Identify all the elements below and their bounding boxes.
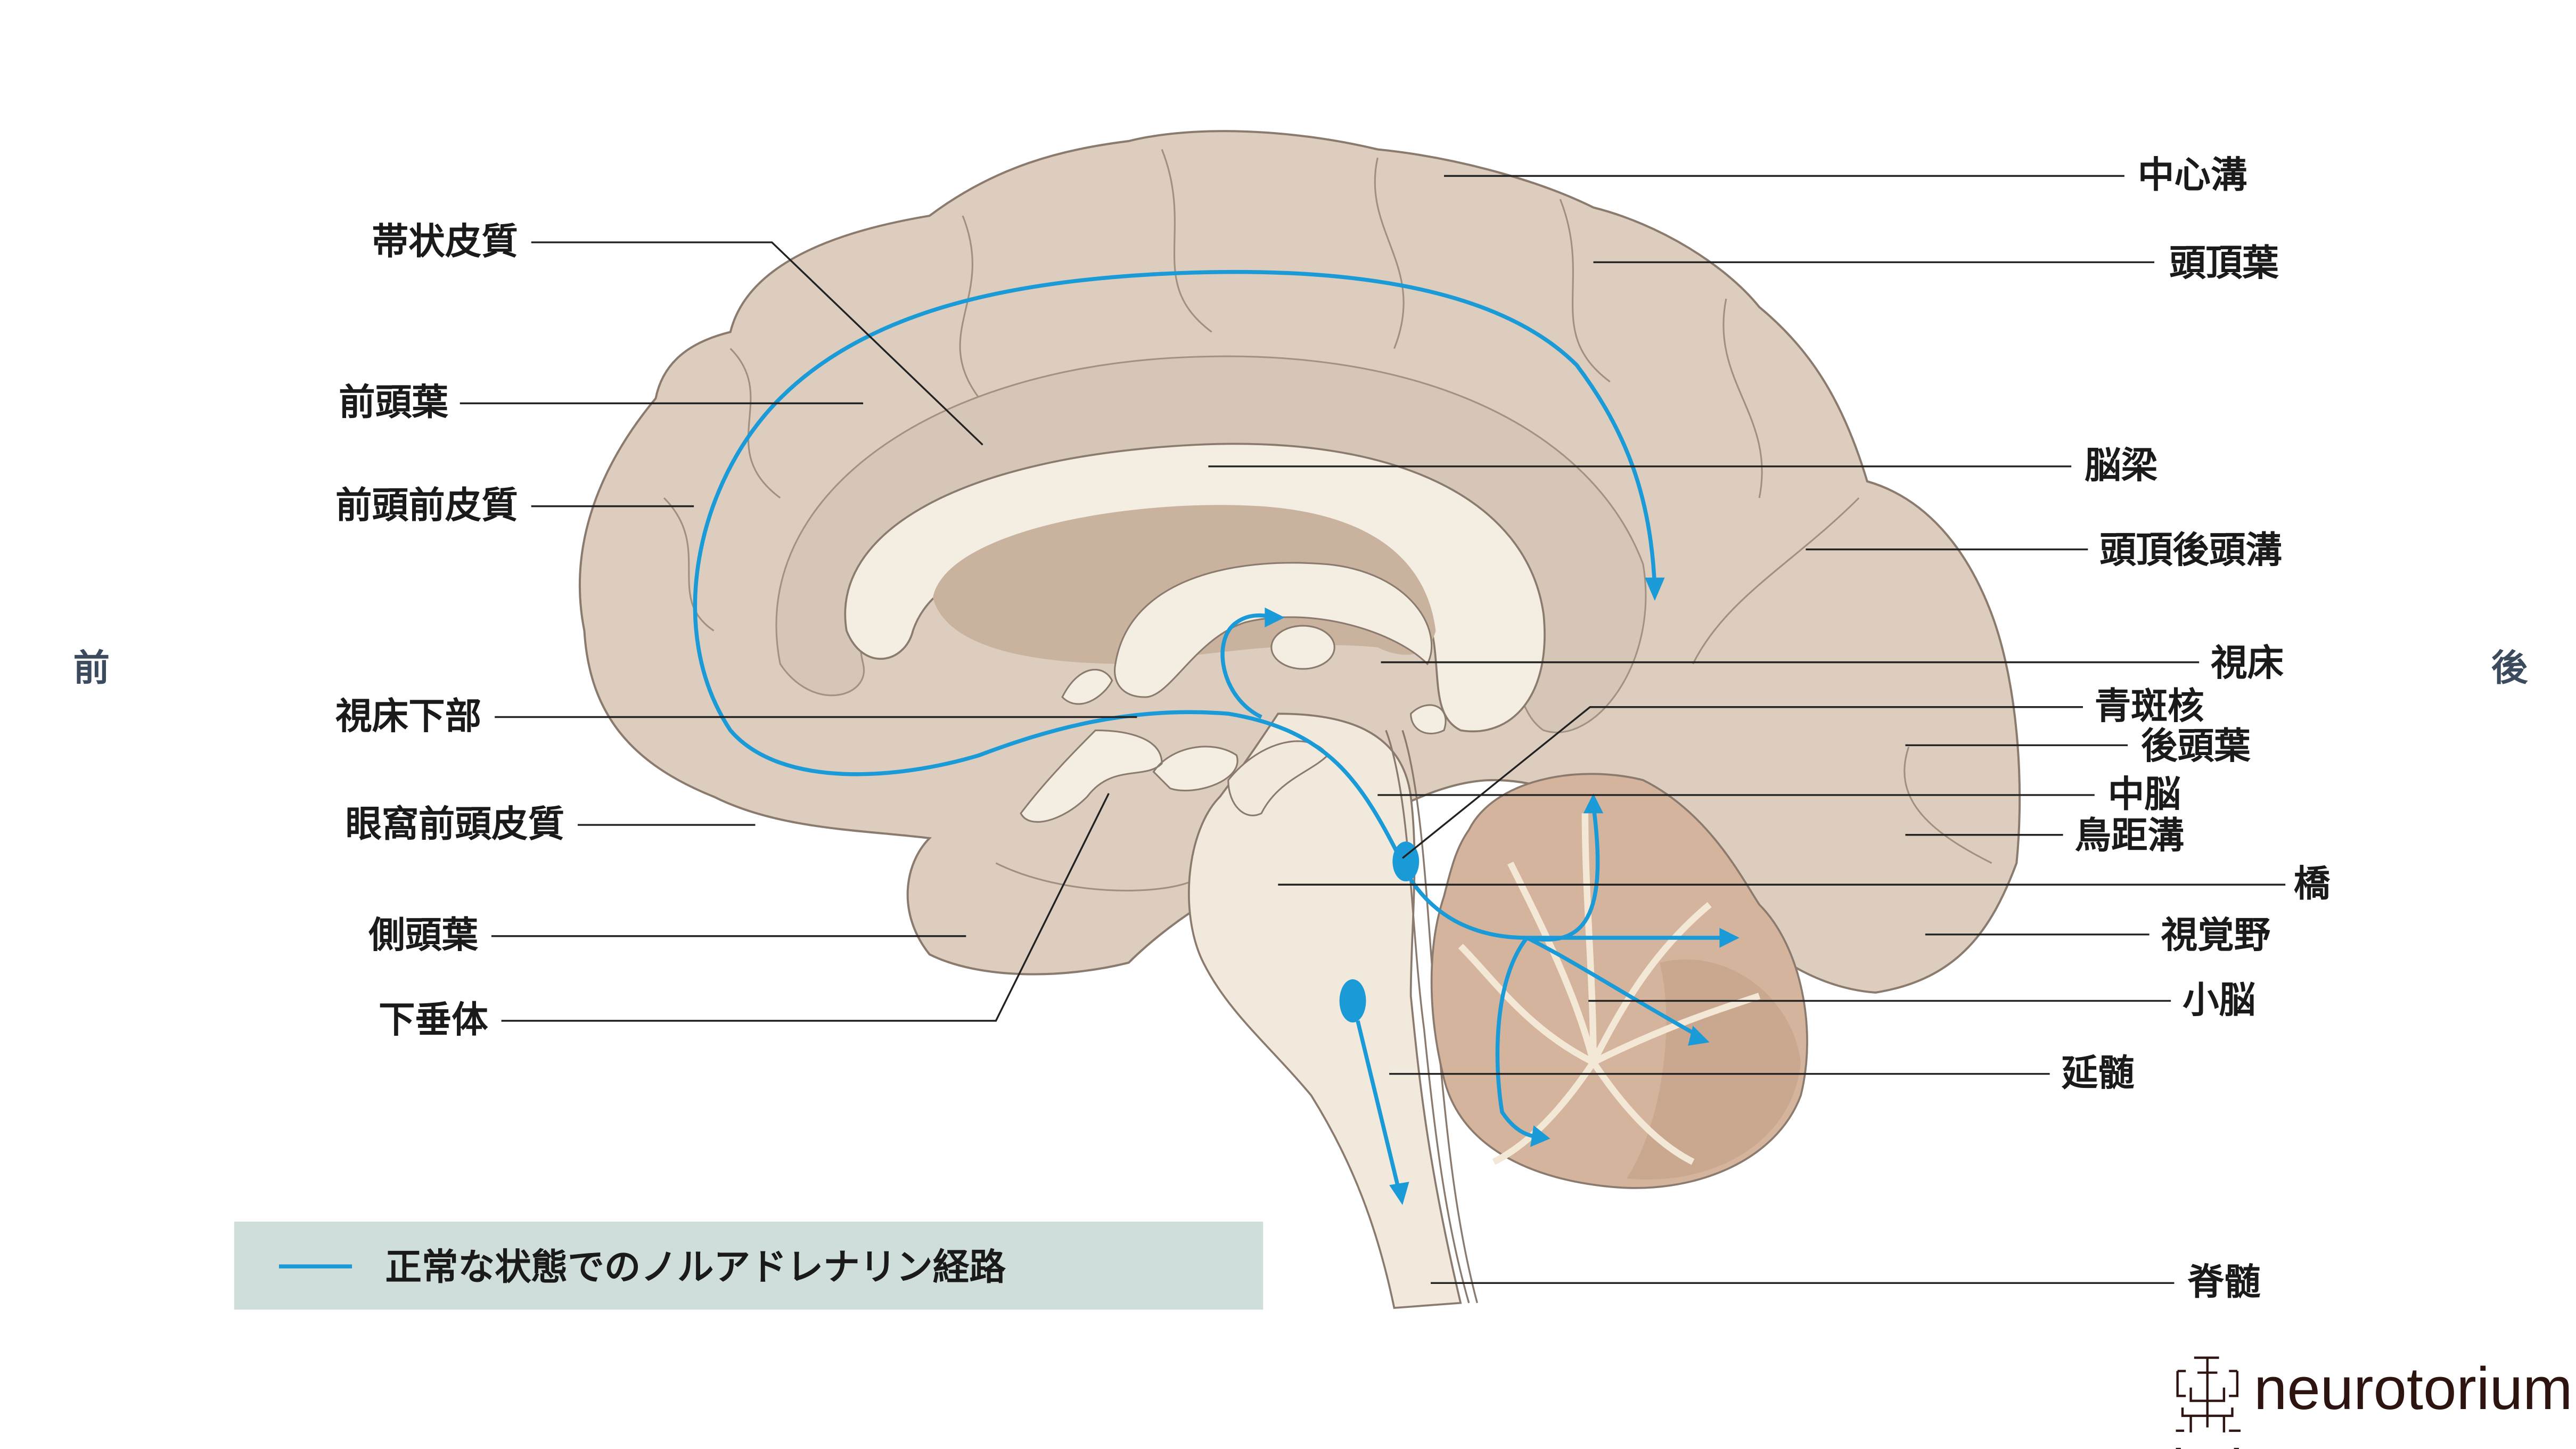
pathway-thalamus (1220, 613, 1275, 719)
arrowhead (1645, 577, 1665, 601)
label-spinal-cord: 脊髄 (2187, 1261, 2261, 1304)
cerebellum-folia (1626, 959, 1801, 1180)
locus-coeruleus-node (1392, 841, 1420, 882)
optic-chiasm (1061, 668, 1447, 735)
label-hypothalamus: 視床下部 (335, 695, 481, 738)
legend: 正常な状態でのノルアドレナリン経路 (234, 1221, 1264, 1310)
label-visual-cortex: 視覚野 (2161, 914, 2270, 957)
arrowhead (1530, 1125, 1550, 1147)
label-temporal-lobe: 側頭葉 (368, 914, 478, 957)
logo-text: neurotorium (2254, 1355, 2573, 1422)
label-thalamus: 視床 (2211, 642, 2284, 685)
label-occipital-lobe: 後頭葉 (2141, 725, 2251, 767)
anterior-label: 前 (73, 647, 110, 690)
midbrain-top (1227, 740, 1329, 816)
legend-box (234, 1221, 1264, 1310)
arrowhead (1719, 928, 1740, 948)
arrowhead (1389, 1182, 1409, 1205)
label-pituitary: 下垂体 (379, 999, 488, 1042)
brainstem (1188, 713, 1462, 1309)
neurotorium-logo: neurotorium (2176, 1355, 2573, 1449)
label-cerebellum: 小脳 (2183, 979, 2255, 1021)
interthalamic-adhesion (1270, 625, 1335, 670)
label-corpus-callosum: 脳梁 (2085, 445, 2158, 487)
legend-label: 正常な状態でのノルアドレナリン経路 (385, 1246, 1006, 1289)
label-central-sulcus: 中心溝 (2138, 154, 2247, 197)
hypothalamus-region (1020, 729, 1238, 823)
logo-mark-icon (2176, 1356, 2241, 1449)
label-calcarine-sulcus: 鳥距溝 (2074, 815, 2184, 857)
arrowhead (1583, 793, 1604, 814)
label-parietal-lobe: 頭頂葉 (2169, 242, 2279, 284)
label-pons: 橋 (2294, 863, 2331, 905)
sulcus-lines (663, 149, 1992, 891)
arrowhead (1688, 1026, 1710, 1046)
label-medulla: 延髄 (2061, 1052, 2135, 1094)
leader-lines (460, 175, 2286, 1284)
pathway-cerebellum (1409, 805, 1730, 1139)
label-prefrontal-cortex: 前頭前皮質 (335, 484, 518, 527)
label-parieto-occipital-sulcus: 頭頂後頭溝 (2099, 529, 2282, 572)
label-midbrain: 中脳 (2108, 773, 2181, 816)
label-orbitofrontal-cortex: 眼窩前頭皮質 (346, 803, 564, 846)
fornix (1114, 562, 1433, 698)
pathway-spinal (1356, 1020, 1401, 1192)
label-locus-coeruleus: 青斑核 (2095, 685, 2204, 728)
posterior-label: 後 (2491, 647, 2529, 690)
arrowhead (1265, 607, 1285, 628)
label-frontal-lobe: 前頭葉 (339, 381, 448, 424)
label-cingulate-cortex: 帯状皮質 (372, 220, 518, 263)
medulla-node (1339, 979, 1366, 1022)
pathway-cortical (693, 269, 1657, 864)
